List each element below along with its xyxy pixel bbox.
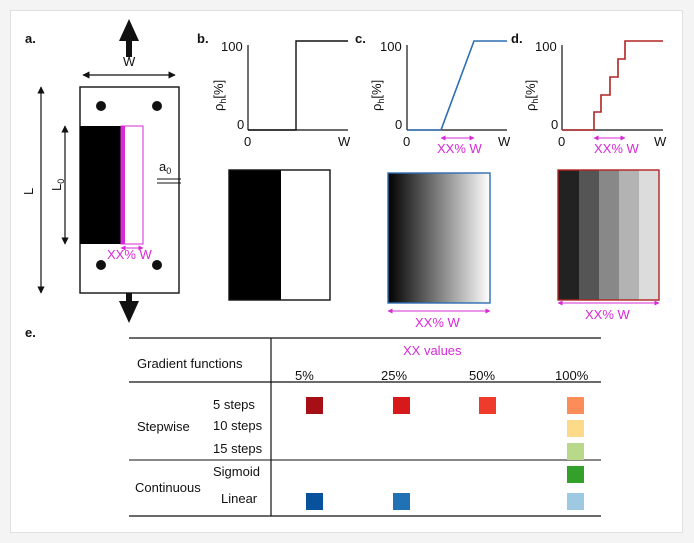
hole-icon bbox=[96, 260, 106, 270]
table-color-cell bbox=[306, 493, 323, 510]
a0-label: a0 bbox=[159, 159, 171, 176]
panel-b-xmin: 0 bbox=[244, 134, 251, 149]
panel-c-linear-curve bbox=[407, 40, 507, 131]
hole-icon bbox=[152, 260, 162, 270]
hole-icon bbox=[152, 101, 162, 111]
panel-b-letter: b. bbox=[197, 31, 209, 46]
panel-b-ymin: 0 bbox=[237, 117, 244, 132]
black-region bbox=[80, 126, 125, 244]
sample-stepwise-band bbox=[639, 170, 659, 300]
column-header: 5% bbox=[295, 368, 314, 383]
l0-label: L0 bbox=[49, 179, 66, 191]
width-label: W bbox=[123, 54, 136, 69]
panel-e-letter: e. bbox=[25, 325, 36, 340]
panel-b-ymax: 100 bbox=[221, 39, 243, 54]
table-color-cell bbox=[567, 443, 584, 460]
panel-a-letter: a. bbox=[25, 31, 36, 46]
column-header: 50% bbox=[469, 368, 495, 383]
sample-linear-xx-label: XX% W bbox=[415, 315, 461, 330]
figure-canvas: a. W L L0 a0 XX% W b. ρh[ bbox=[21, 19, 667, 517]
panel-c-ylabel: ρh[%] bbox=[369, 80, 386, 111]
gradient-zone-strip bbox=[121, 126, 125, 244]
panel-d: d. ρh[%] 100 0 0 W XX% W bbox=[511, 31, 667, 156]
panel-d-letter: d. bbox=[511, 31, 523, 46]
panel-c-xx-label: XX% W bbox=[437, 141, 483, 156]
group-continuous: Continuous bbox=[135, 480, 201, 495]
row-label: Sigmoid bbox=[213, 464, 260, 479]
panel-c-xmin: 0 bbox=[403, 134, 410, 149]
panel-c-xmax: W bbox=[498, 134, 511, 149]
panel-b-ylabel: ρh[%] bbox=[211, 80, 228, 111]
panel-d-xmax: W bbox=[654, 134, 667, 149]
panel-d-xmin: 0 bbox=[558, 134, 565, 149]
sample-step-black bbox=[229, 170, 281, 300]
table-color-cell bbox=[306, 397, 323, 414]
row-label: 15 steps bbox=[213, 441, 263, 456]
sample-stepwise-band bbox=[558, 170, 579, 300]
panel-d-ymin: 0 bbox=[551, 117, 558, 132]
sample-linear: XX% W bbox=[387, 172, 491, 330]
table-color-cell bbox=[479, 397, 496, 414]
column-header: 100% bbox=[555, 368, 589, 383]
group-stepwise: Stepwise bbox=[137, 419, 190, 434]
panel-d-xx-label: XX% W bbox=[594, 141, 640, 156]
panel-c-ymax: 100 bbox=[380, 39, 402, 54]
panel-a: a. W L L0 a0 XX% W bbox=[21, 19, 181, 323]
sample-stepwise: XX% W bbox=[557, 169, 660, 322]
sample-linear-gradient bbox=[387, 172, 491, 304]
panel-b-step-curve bbox=[248, 40, 348, 131]
sample-stepwise-band bbox=[619, 170, 639, 300]
table-color-cell bbox=[393, 493, 410, 510]
xx-width-label: XX% W bbox=[107, 247, 153, 262]
panel-c-letter: c. bbox=[355, 31, 366, 46]
panel-d-ymax: 100 bbox=[535, 39, 557, 54]
figure: a. W L L0 a0 XX% W b. ρh[ bbox=[10, 10, 683, 533]
panel-c: c. ρh[%] 100 0 0 W XX% W bbox=[355, 31, 511, 156]
length-label: L bbox=[21, 188, 36, 195]
table-color-cell bbox=[567, 397, 584, 414]
panel-d-ylabel: ρh[%] bbox=[523, 80, 540, 111]
row-label: Linear bbox=[221, 491, 258, 506]
table-e: e. Gradient functions XX values 5% 25% 5… bbox=[25, 325, 601, 517]
column-header: 25% bbox=[381, 368, 407, 383]
hole-icon bbox=[96, 101, 106, 111]
table-color-cell bbox=[567, 493, 584, 510]
sample-stepwise-xx-label: XX% W bbox=[585, 307, 631, 322]
table-color-cell bbox=[567, 466, 584, 483]
row-label: 10 steps bbox=[213, 418, 263, 433]
tension-arrow-up-icon bbox=[119, 19, 139, 57]
panel-b-xmax: W bbox=[338, 134, 351, 149]
table-color-cell bbox=[567, 420, 584, 437]
panel-d-stepwise-curve bbox=[562, 40, 663, 131]
sample-step-outline bbox=[228, 169, 331, 301]
panel-c-ymin: 0 bbox=[395, 117, 402, 132]
row-label: 5 steps bbox=[213, 397, 255, 412]
sample-stepwise-outline bbox=[557, 169, 660, 301]
header-gradient-functions: Gradient functions bbox=[137, 356, 243, 371]
panel-b: b. ρh[%] 100 0 0 W bbox=[197, 31, 351, 149]
sample-stepwise-band bbox=[579, 170, 599, 300]
header-xx-values: XX values bbox=[403, 343, 462, 358]
sample-step bbox=[228, 169, 331, 301]
tension-arrow-down-icon bbox=[119, 285, 139, 323]
table-color-cell bbox=[393, 397, 410, 414]
table-cells bbox=[306, 397, 584, 510]
sample-stepwise-band bbox=[599, 170, 619, 300]
